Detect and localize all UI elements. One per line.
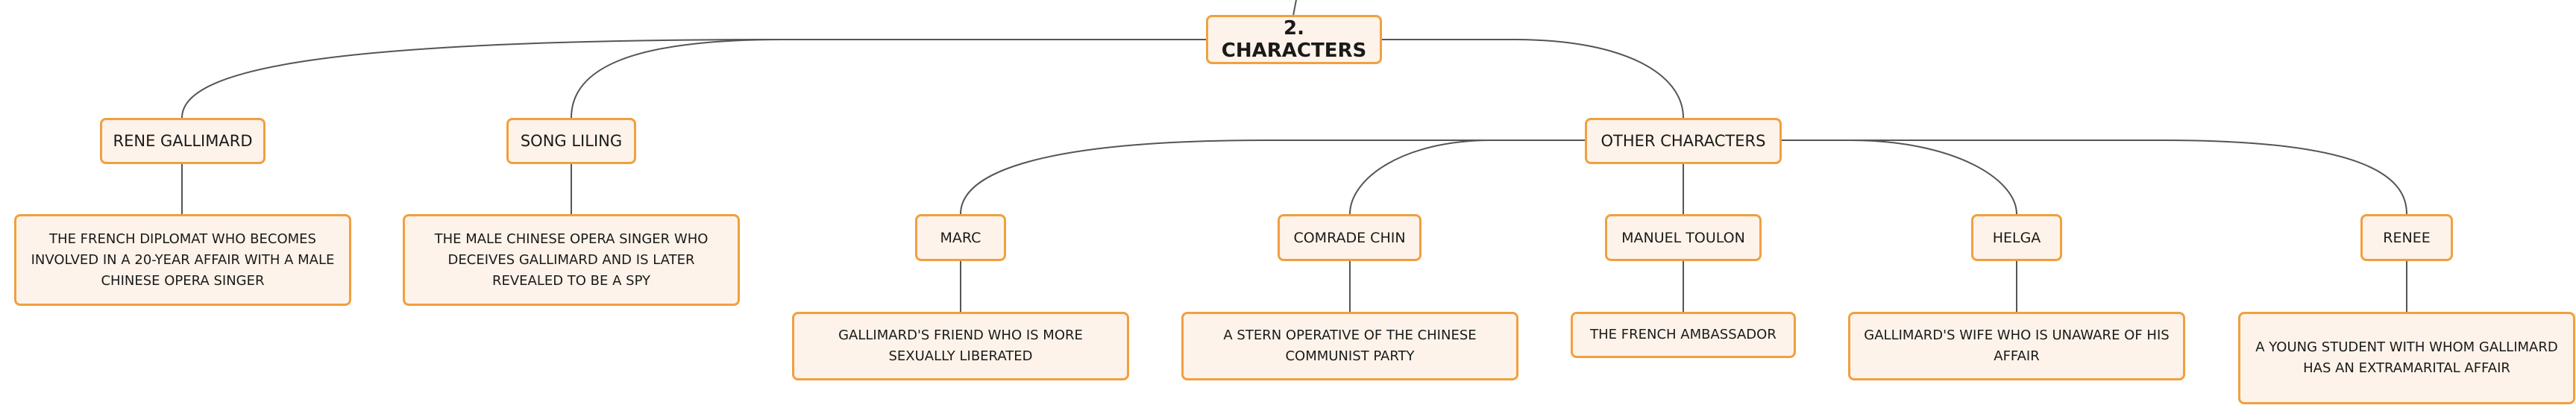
desc-text: THE MALE CHINESE OPERA SINGER WHO DECEIV… xyxy=(434,231,709,289)
desc-renee[interactable]: A YOUNG STUDENT WITH WHOM GALLIMARD HAS … xyxy=(2238,312,2575,404)
connector-root-parent xyxy=(1292,0,1297,16)
node-helga[interactable]: HELGA xyxy=(1971,214,2062,261)
connector-root-other xyxy=(1382,39,1684,119)
root-label: 2. CHARACTERS xyxy=(1221,17,1367,62)
node-label: RENEE xyxy=(2383,229,2431,246)
node-label: MARC xyxy=(940,229,981,246)
node-rene-gallimard[interactable]: RENE GALLIMARD xyxy=(100,118,266,164)
node-other-characters[interactable]: OTHER CHARACTERS xyxy=(1585,118,1782,164)
node-song-liling[interactable]: SONG LILING xyxy=(506,118,636,164)
desc-text: GALLIMARD'S FRIEND WHO IS MORE SEXUALLY … xyxy=(838,327,1083,364)
connector-other-chin xyxy=(1349,139,1585,215)
desc-marc[interactable]: GALLIMARD'S FRIEND WHO IS MORE SEXUALLY … xyxy=(792,312,1129,380)
node-label: SONG LILING xyxy=(520,132,623,150)
node-label: HELGA xyxy=(1992,229,2041,246)
desc-song-liling[interactable]: THE MALE CHINESE OPERA SINGER WHO DECEIV… xyxy=(403,214,740,306)
node-marc[interactable]: MARC xyxy=(915,214,1006,261)
node-comrade-chin[interactable]: COMRADE CHIN xyxy=(1278,214,1421,261)
node-renee[interactable]: RENEE xyxy=(2360,214,2453,261)
desc-text: GALLIMARD'S WIFE WHO IS UNAWARE OF HIS A… xyxy=(1864,327,2170,364)
desc-manuel-toulon[interactable]: THE FRENCH AMBASSADOR xyxy=(1571,312,1796,358)
connector-root-gallimard xyxy=(181,39,1206,119)
desc-text: THE FRENCH DIPLOMAT WHO BECOMES INVOLVED… xyxy=(31,231,335,289)
connector-other-marc xyxy=(960,139,1585,215)
desc-comrade-chin[interactable]: A STERN OPERATIVE OF THE CHINESE COMMUNI… xyxy=(1181,312,1518,380)
connector-root-song xyxy=(571,39,1206,119)
node-manuel-toulon[interactable]: MANUEL TOULON xyxy=(1605,214,1762,261)
desc-text: THE FRENCH AMBASSADOR xyxy=(1590,327,1777,342)
node-label: MANUEL TOULON xyxy=(1621,229,1745,246)
desc-text: A STERN OPERATIVE OF THE CHINESE COMMUNI… xyxy=(1223,327,1477,364)
node-label: RENE GALLIMARD xyxy=(113,132,253,150)
root-node[interactable]: 2. CHARACTERS xyxy=(1206,15,1382,64)
connector-other-renee xyxy=(1782,139,2407,215)
desc-text: A YOUNG STUDENT WITH WHOM GALLIMARD HAS … xyxy=(2255,339,2558,376)
connector-other-helga xyxy=(1782,139,2017,215)
node-label: OTHER CHARACTERS xyxy=(1600,132,1766,150)
desc-rene-gallimard[interactable]: THE FRENCH DIPLOMAT WHO BECOMES INVOLVED… xyxy=(14,214,351,306)
node-label: COMRADE CHIN xyxy=(1293,229,1406,246)
desc-helga[interactable]: GALLIMARD'S WIFE WHO IS UNAWARE OF HIS A… xyxy=(1848,312,2185,380)
